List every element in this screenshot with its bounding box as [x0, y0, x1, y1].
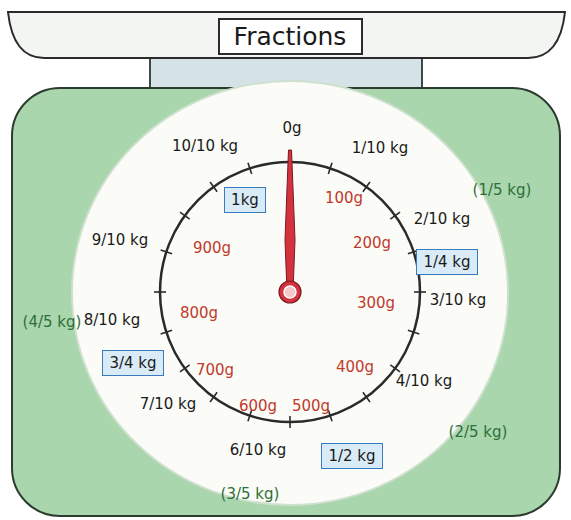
dial-tick: [161, 250, 172, 254]
dial-tick: [414, 291, 426, 293]
dial-tick: [161, 330, 172, 334]
fifth-fraction: (3/5 kg): [221, 485, 280, 503]
kg-fraction: 4/10 kg: [396, 372, 453, 390]
dial-tick: [210, 182, 217, 192]
gram-value: 600g: [239, 397, 277, 415]
benchmark-box: 1/2 kg: [321, 443, 383, 469]
kg-fraction: 3/10 kg: [430, 291, 487, 309]
gram-value: 800g: [180, 304, 218, 322]
gram-value: 400g: [336, 358, 374, 376]
gram-value: 200g: [353, 234, 391, 252]
kg-fraction: 2/10 kg: [414, 210, 471, 228]
benchmark-box: 1kg: [224, 187, 266, 213]
gram-value: 500g: [292, 397, 330, 415]
dial-tick: [180, 212, 190, 219]
kg-fraction: 9/10 kg: [92, 231, 149, 249]
gram-value: 300g: [357, 294, 395, 312]
dial-tick: [390, 212, 400, 219]
gram-value: 700g: [196, 361, 234, 379]
kg-fraction: 1/10 kg: [352, 139, 409, 157]
benchmark-text: 1/4 kg: [423, 253, 470, 271]
dial-tick: [154, 291, 166, 293]
dial-ring: [154, 150, 426, 428]
dial-tick: [328, 163, 332, 174]
dial-tick: [180, 365, 190, 372]
benchmark-text: 1/2 kg: [328, 447, 375, 465]
dial-tick: [390, 365, 400, 372]
gram-value: 900g: [193, 239, 231, 257]
dial-face: [72, 81, 508, 505]
kg-fraction: 10/10 kg: [172, 137, 238, 155]
dial-tick: [210, 392, 217, 402]
title-text: Fractions: [234, 22, 347, 51]
dial-tick: [363, 182, 370, 192]
benchmark-text: 3/4 kg: [109, 354, 156, 372]
dial-tick: [289, 416, 291, 428]
dial-tick: [363, 392, 370, 402]
gram-value: 100g: [325, 189, 363, 207]
dial-tick: [248, 163, 252, 174]
dial-tick: [408, 330, 419, 334]
fifth-fraction: (4/5 kg): [23, 313, 82, 331]
needle-pivot: [279, 281, 301, 303]
scale-pan: [8, 12, 565, 58]
needle: [285, 150, 295, 292]
fifth-fraction: (2/5 kg): [449, 423, 508, 441]
kg-fraction: 8/10 kg: [84, 311, 141, 329]
benchmark-box: 3/4 kg: [102, 350, 164, 376]
kg-fraction: 7/10 kg: [140, 395, 197, 413]
fifth-fraction: (1/5 kg): [473, 181, 532, 199]
needle-pivot-cap: [284, 286, 296, 298]
zero-mark: 0g: [282, 119, 301, 137]
benchmark-box: 1/4 kg: [416, 249, 478, 275]
title-pan: Fractions: [218, 18, 363, 55]
benchmark-text: 1kg: [231, 191, 259, 209]
kg-fraction: 6/10 kg: [230, 441, 287, 459]
